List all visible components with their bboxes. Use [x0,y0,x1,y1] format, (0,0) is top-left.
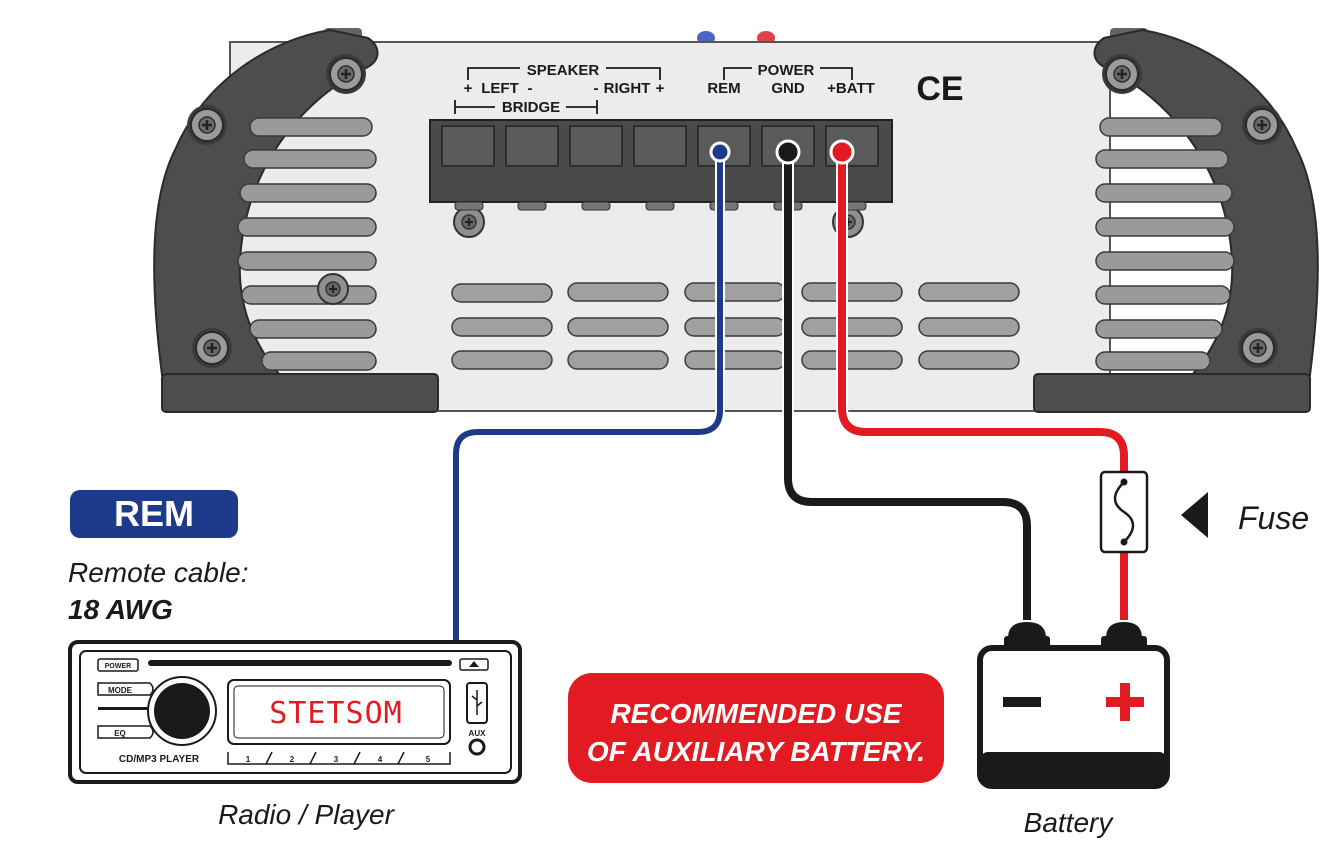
screw-icon [1236,326,1280,370]
gnd-wire [775,139,1033,620]
battery-caption: Battery [1024,807,1115,838]
terminal-right-plus [633,125,687,167]
eject-icon [469,661,479,667]
center-vents [451,282,1020,370]
recommendation-line-2: OF AUXILIARY BATTERY. [587,736,925,767]
left-foot [161,373,439,413]
rem-badge-label: REM [114,493,194,534]
model-text: CD/MP3 PLAYER [119,754,200,765]
display-text: STETSOM [269,696,402,731]
power-button [97,658,139,672]
right-foot [1033,373,1311,413]
preset-2: 2 [290,755,295,764]
battery-minus-sign [1003,697,1041,707]
rem-terminal-label: REM [707,80,740,97]
fuse-label: Fuse [1238,500,1309,536]
terminal-right-minus [569,125,623,167]
aux-label: AUX [469,729,487,738]
gnd-terminal-label: GND [771,80,805,97]
right-minus-sign: - [594,80,599,97]
recommendation-box [568,673,944,783]
mode-button-label: MODE [108,686,133,695]
screw-icon [324,52,368,96]
preset-1: 1 [246,755,251,764]
radio-divider [98,707,148,710]
display-screen [227,679,451,745]
amplifier: SPEAKER + LEFT - - RIGHT + BRIDGE POWER … [153,28,1319,413]
right-plus-sign: + [656,80,665,97]
fuse-icon [1099,470,1149,554]
terminal-left-minus [505,125,559,167]
terminal-left-plus [441,125,495,167]
screw-icon [190,326,234,370]
eq-button [97,725,154,739]
screw-icon [185,103,229,147]
left-label: LEFT [481,80,519,97]
screw-icon [1100,52,1144,96]
aux-jack [468,738,486,756]
terminal-block [429,119,893,211]
remote-cable-gauge: 18 AWG [68,594,173,625]
left-minus-sign: - [528,80,533,97]
terminal-labels [454,67,853,114]
usb-icon [471,690,483,715]
preset-5: 5 [426,755,431,764]
battery [977,622,1170,789]
batt-wire [829,139,1130,620]
remote-cable-label: Remote cable: [68,557,249,588]
preset-3: 3 [334,755,339,764]
eq-button-label: EQ [114,729,126,738]
right-cooling-fins [1095,117,1235,371]
screw-icon [317,273,349,305]
preset-buttons [227,751,451,765]
mode-button [97,682,154,696]
batt-terminal-label: +BATT [827,80,875,97]
right-label: RIGHT [604,80,651,97]
power-button-label: POWER [105,663,131,670]
arrow-left-icon [1181,492,1208,538]
recommendation-line-1: RECOMMENDED USE [611,698,903,729]
radio-player: POWER MODE EQ STETSOM AUX CD/MP3 PLAYER … [68,640,522,784]
screw-icon [453,206,485,238]
radio-caption: Radio / Player [218,799,396,830]
bridge-label: BRIDGE [502,99,560,116]
left-plus-sign: + [464,80,473,97]
screw-icon [1240,103,1284,147]
speaker-label: SPEAKER [527,62,600,79]
ce-mark: CE [916,70,963,108]
rem-wire [451,141,731,640]
preset-4: 4 [378,755,383,764]
rem-badge [70,490,238,538]
battery-plus-sign [1106,683,1144,721]
power-label: POWER [758,62,815,79]
cd-slot [148,660,452,666]
